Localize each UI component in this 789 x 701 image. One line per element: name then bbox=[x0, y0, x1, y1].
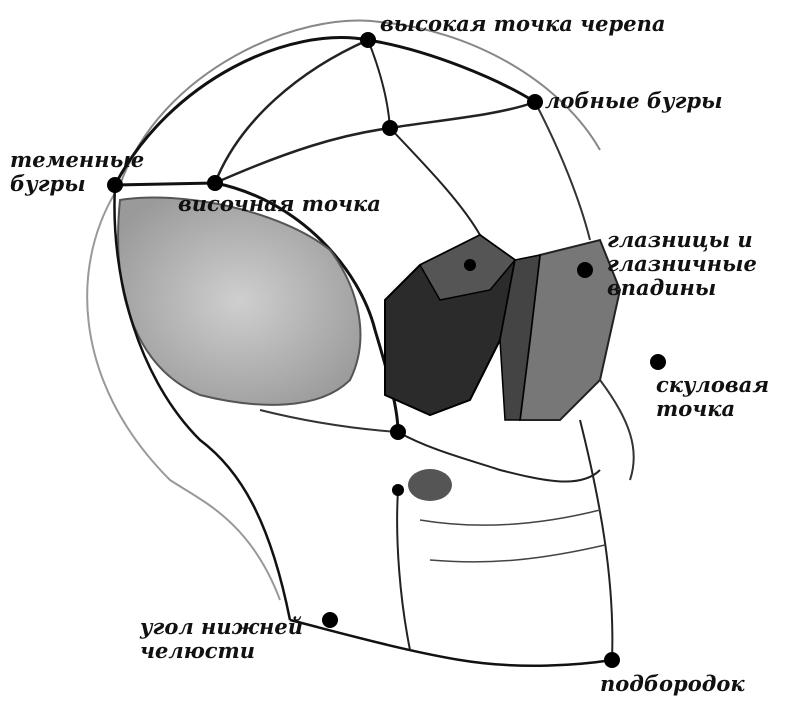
point-orbit-right bbox=[577, 262, 593, 278]
label-orbits: глазницы и глазничные впадины bbox=[607, 228, 757, 300]
sagittal-line bbox=[390, 128, 480, 235]
label-jaw-angle-line1: угол нижней bbox=[140, 615, 303, 639]
jaw-outline bbox=[290, 620, 612, 666]
label-parietal-tubers: теменные бугры bbox=[10, 148, 144, 196]
cranium-curve bbox=[215, 40, 368, 183]
label-frontal-tubers: лобные бугры bbox=[545, 89, 723, 113]
coronal-line bbox=[368, 40, 390, 128]
temporal-fossa bbox=[118, 197, 360, 404]
point-cranium-mid bbox=[382, 120, 398, 136]
point-orbit-left bbox=[464, 259, 476, 271]
label-orbits-line2: глазничные bbox=[607, 252, 757, 276]
label-temporal-point: височная точка bbox=[178, 192, 381, 216]
label-orbits-line1: глазницы и bbox=[607, 228, 757, 252]
label-vertex: высокая точка черепа bbox=[380, 12, 665, 36]
zygomatic-arch bbox=[260, 410, 398, 432]
jaw-ramus bbox=[397, 490, 410, 650]
point-zygomatic bbox=[650, 354, 666, 370]
point-temporal bbox=[207, 175, 223, 191]
label-parietal-tubers-line2: бугры bbox=[10, 172, 144, 196]
label-zygomatic-line2: точка bbox=[656, 397, 769, 421]
label-jaw-angle-line2: челюсти bbox=[140, 639, 303, 663]
point-vertex bbox=[360, 32, 376, 48]
point-cheek-lower bbox=[390, 424, 406, 440]
teeth-line bbox=[420, 510, 600, 525]
label-chin: подбородок bbox=[600, 672, 745, 696]
point-jaw-angle bbox=[322, 612, 338, 628]
jaw-front bbox=[580, 420, 612, 660]
teeth-line-2 bbox=[430, 545, 605, 562]
label-jaw-angle: угол нижней челюсти bbox=[140, 615, 303, 663]
label-zygomatic-line1: скуловая bbox=[656, 373, 769, 397]
point-maxilla bbox=[392, 484, 404, 496]
cranium-mid-line bbox=[215, 102, 535, 183]
cranium-outline bbox=[115, 38, 535, 185]
cheek-line bbox=[600, 380, 634, 480]
ear-canal-shade bbox=[408, 469, 452, 501]
point-frontal-tubers bbox=[527, 94, 543, 110]
label-orbits-line3: впадины bbox=[607, 276, 757, 300]
label-zygomatic: скуловая точка bbox=[656, 373, 769, 421]
label-parietal-tubers-line1: теменные bbox=[10, 148, 144, 172]
point-chin bbox=[604, 652, 620, 668]
